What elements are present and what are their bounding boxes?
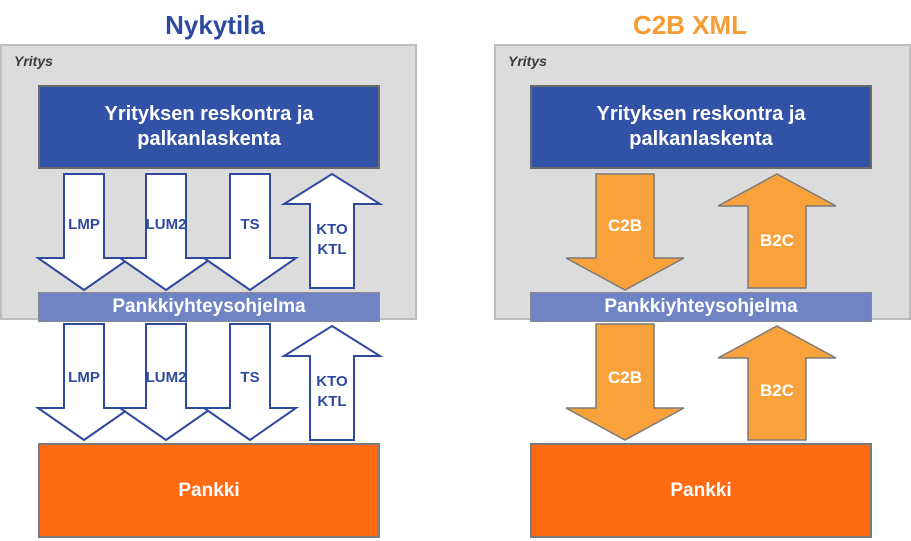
arrow-label: LUM2 [146,369,187,386]
arrow-down-lum2-upper: LUM2 [116,173,216,292]
arrow-down-ts-upper: TS [200,173,300,292]
company-label: Yritys [508,53,547,69]
arrow-down-c2b-upper: C2B [565,173,685,291]
ledger-line-1: Yrityksen reskontra ja [596,103,806,125]
arrow-label: KTO [316,373,348,390]
arrow-label: LMP [68,369,100,386]
arrow-label-2: KTL [317,393,346,410]
ledger-payroll-box-left: Yrityksen reskontra ja palkanlaskenta [38,85,380,169]
arrow-label: LMP [68,216,100,233]
arrow-label: TS [240,369,259,386]
title-current-state: Nykytila [165,10,265,40]
arrow-up-b2c-lower: B2C [717,325,837,441]
ledger-line-2: palkanlaskenta [137,128,281,150]
arrow-label: LUM2 [146,216,187,233]
arrow-down-lum2-lower: LUM2 [116,323,216,442]
arrow-up-kto-ktl-upper: KTO KTL [280,172,384,289]
ledger-payroll-box-right: Yrityksen reskontra ja palkanlaskenta [530,85,872,169]
arrow-label-2: KTL [317,241,346,258]
ledger-line-1: Yrityksen reskontra ja [104,103,314,125]
arrow-down-c2b-lower: C2B [565,323,685,441]
arrow-label: KTO [316,221,348,238]
bank-box-left: Pankki [38,443,380,538]
arrow-up-kto-ktl-lower: KTO KTL [280,324,384,441]
arrow-label: B2C [760,231,794,250]
company-label: Yritys [14,53,53,69]
title-c2b-xml: C2B XML [632,10,748,40]
arrow-label: TS [240,216,259,233]
arrow-label: C2B [608,216,642,235]
bank-connection-program-left: Pankkiyhteysohjelma [38,292,380,322]
arrow-down-lmp-lower: LMP [34,323,134,442]
arrow-down-lmp-upper: LMP [34,173,134,292]
bank-box-right: Pankki [530,443,872,538]
arrow-down-ts-lower: TS [200,323,300,442]
arrow-label: C2B [608,368,642,387]
arrow-label: B2C [760,381,794,400]
arrow-up-b2c-upper: B2C [717,173,837,289]
bank-connection-program-right: Pankkiyhteysohjelma [530,292,872,322]
ledger-line-2: palkanlaskenta [629,128,773,150]
